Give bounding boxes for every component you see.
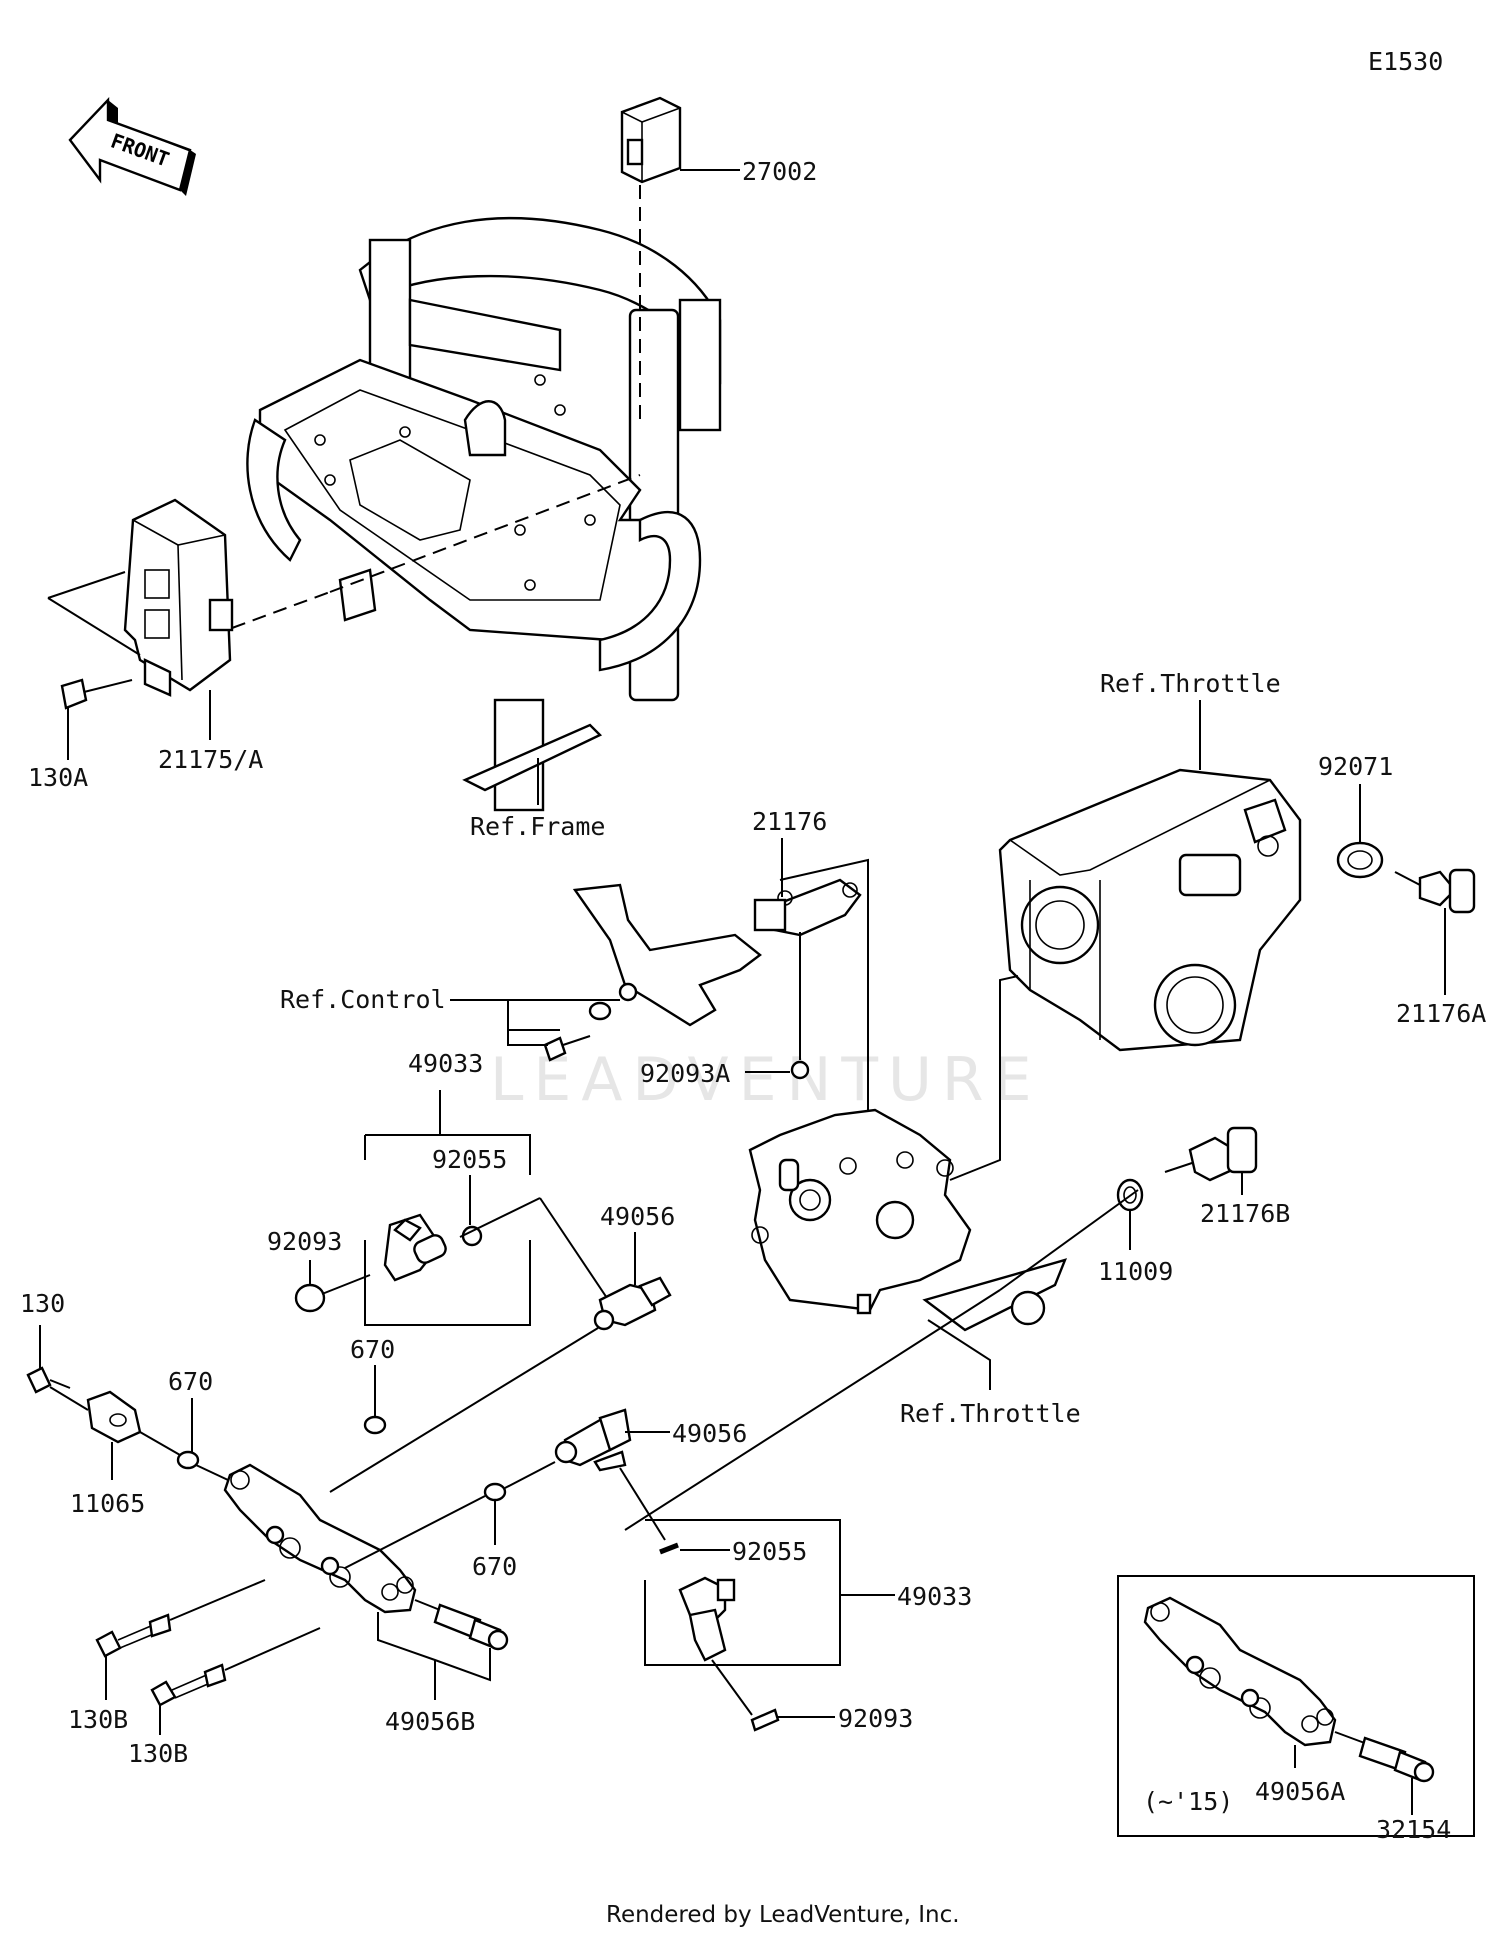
label-32154: 32154 bbox=[1376, 1815, 1451, 1844]
label-ref-control: Ref.Control bbox=[280, 985, 446, 1014]
label-49033-upper: 49033 bbox=[408, 1049, 483, 1078]
label-130A: 130A bbox=[28, 763, 88, 792]
watermark: LEADVENTURE bbox=[490, 1045, 1042, 1115]
seal-92055-lower bbox=[659, 1542, 679, 1555]
label-ref-throttle-top: Ref.Throttle bbox=[1100, 669, 1281, 698]
label-21176B: 21176B bbox=[1200, 1199, 1290, 1228]
label-130: 130 bbox=[20, 1289, 65, 1318]
label-ref-throttle-bottom: Ref.Throttle bbox=[900, 1399, 1081, 1428]
label-ref-frame: Ref.Frame bbox=[470, 812, 605, 841]
ecu-21175A bbox=[123, 498, 234, 697]
label-92055-lower: 92055 bbox=[732, 1537, 807, 1566]
inset-note: (~'15) bbox=[1143, 1787, 1233, 1816]
fuel-rail bbox=[223, 1463, 417, 1614]
relay-27002 bbox=[620, 96, 682, 184]
footer-credit: Rendered by LeadVenture, Inc. bbox=[606, 1902, 960, 1928]
label-130B-b: 130B bbox=[128, 1739, 188, 1768]
label-92071: 92071 bbox=[1318, 752, 1393, 781]
front-arrow-icon: FRONT bbox=[68, 96, 196, 196]
label-670-lower: 670 bbox=[472, 1552, 517, 1581]
frame-assembly bbox=[246, 216, 722, 812]
label-92093-upper: 92093 bbox=[267, 1227, 342, 1256]
fitting-49056-upper bbox=[593, 1276, 672, 1331]
bolt-130B-a bbox=[95, 1613, 172, 1658]
label-92093A: 92093A bbox=[640, 1059, 730, 1088]
throttle-body bbox=[998, 768, 1302, 1052]
label-27002: 27002 bbox=[742, 157, 817, 186]
oring-670-lower bbox=[483, 1482, 507, 1502]
label-21176A: 21176A bbox=[1396, 999, 1486, 1028]
pipe-32154 bbox=[1334, 1731, 1435, 1783]
grommet-92071 bbox=[1336, 841, 1384, 879]
control-fasteners bbox=[543, 1001, 612, 1062]
label-49056A: 49056A bbox=[1255, 1777, 1345, 1806]
label-130B-a: 130B bbox=[68, 1705, 128, 1734]
sensor-21176 bbox=[753, 878, 862, 937]
label-21175A: 21175/A bbox=[158, 745, 263, 774]
sensor-21176B bbox=[1164, 1126, 1258, 1182]
seal-92093-lower bbox=[750, 1708, 780, 1732]
label-49056-lower: 49056 bbox=[672, 1419, 747, 1448]
fitting-49056-lower bbox=[554, 1408, 632, 1472]
oring-670-middle bbox=[363, 1415, 387, 1435]
label-49056-upper: 49056 bbox=[600, 1202, 675, 1231]
bolt-130A bbox=[60, 678, 133, 710]
oring-670-left bbox=[176, 1450, 200, 1470]
label-11009: 11009 bbox=[1098, 1257, 1173, 1286]
control-bracket bbox=[572, 883, 762, 1027]
label-11065: 11065 bbox=[70, 1489, 145, 1518]
bolt-130 bbox=[26, 1366, 71, 1394]
label-92055-upper: 92055 bbox=[432, 1145, 507, 1174]
label-49033-lower: 49033 bbox=[897, 1582, 972, 1611]
label-670-middle: 670 bbox=[350, 1335, 395, 1364]
bolt-130B-b bbox=[150, 1663, 227, 1707]
injector-upper bbox=[383, 1213, 447, 1282]
pipe-49056B bbox=[414, 1599, 509, 1651]
injector-lower bbox=[678, 1576, 736, 1662]
label-21176: 21176 bbox=[752, 807, 827, 836]
diagram-code: E1530 bbox=[1368, 47, 1443, 76]
holder-11065 bbox=[86, 1390, 142, 1444]
label-49056B: 49056B bbox=[385, 1707, 475, 1736]
label-92093-lower: 92093 bbox=[838, 1704, 913, 1733]
label-670-left: 670 bbox=[168, 1367, 213, 1396]
sensor-21176A bbox=[1394, 868, 1476, 914]
fuel-rail-49056A bbox=[1143, 1596, 1337, 1747]
inset-frame bbox=[1117, 1575, 1475, 1837]
intake-manifold bbox=[748, 1108, 1068, 1332]
